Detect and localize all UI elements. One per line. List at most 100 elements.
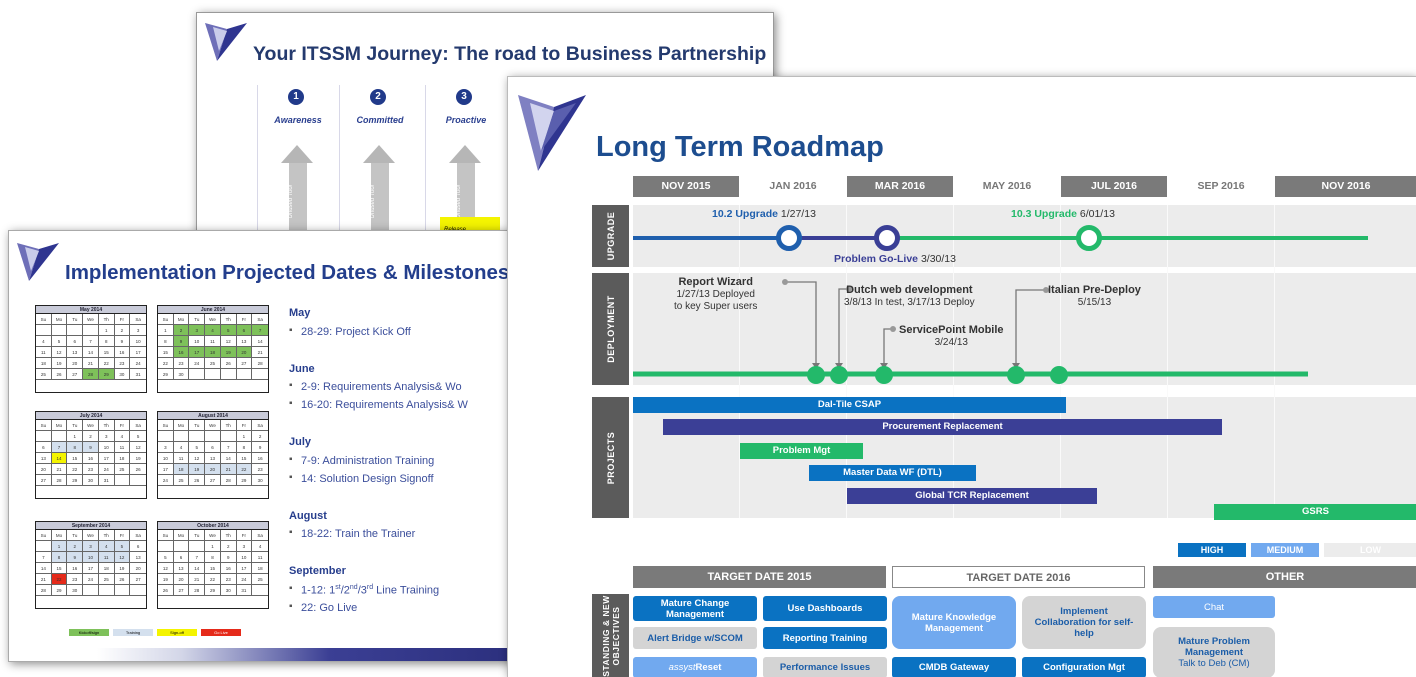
weekday-header: Fr (114, 314, 131, 325)
calendar-day: 20 (36, 464, 52, 475)
calendar-title: October 2014 (158, 522, 268, 530)
calendar-day: 27 (67, 369, 84, 380)
calendar-day: 28 (220, 475, 237, 486)
calendar-day (51, 431, 68, 442)
calendar-day: 7 (83, 336, 99, 347)
deployment-dot (1007, 366, 1025, 384)
calendar-day: 18 (173, 464, 190, 475)
roadmap-title: Long Term Roadmap (596, 131, 884, 163)
priority-low: LOW (1324, 543, 1416, 557)
implementation-slide[interactable]: Implementation Projected Dates & Milesto… (8, 230, 518, 662)
milestone-item: 7-9: Administration Training (289, 454, 434, 467)
objective-implement-collaboration[interactable]: Implement Collaboration for self-help (1022, 596, 1146, 649)
milestone-item: 14: Solution Design Signoff (289, 472, 433, 485)
calendar-day: 20 (130, 563, 146, 574)
stage-label: Proactive (445, 115, 487, 125)
calendar-day (130, 475, 146, 486)
weekday-header: We (83, 420, 99, 431)
calendar-day: 13 (205, 453, 221, 464)
calendar-day: 14 (83, 347, 99, 358)
calendar-day (236, 369, 253, 380)
calendar-day: 22 (67, 464, 84, 475)
calendar-day: 19 (51, 358, 68, 369)
calendar-day: 13 (173, 563, 190, 574)
objective-alert-bridge[interactable]: Alert Bridge w/SCOM (633, 627, 757, 649)
objective-chat[interactable]: Chat (1153, 596, 1275, 618)
calendar-day: 16 (67, 563, 84, 574)
calendar-day: 19 (130, 453, 146, 464)
calendar-day: 10 (83, 552, 99, 563)
calendar-day: 1 (158, 325, 174, 336)
calendar-day: 3 (236, 541, 253, 552)
calendar-day: 19 (114, 563, 131, 574)
calendar-day: 23 (173, 358, 190, 369)
calendar-day: 12 (189, 453, 206, 464)
weekday-header: We (205, 530, 221, 541)
calendar-day: 11 (36, 347, 52, 358)
calendar-day: 7 (189, 552, 206, 563)
objective-use-dashboards[interactable]: Use Dashboards (763, 596, 887, 621)
calendar-day: 15 (98, 347, 115, 358)
weekday-header: Mo (51, 530, 68, 541)
weekday-header: Tu (67, 420, 84, 431)
calendar-day: 3 (189, 325, 206, 336)
calendar-day: 11 (98, 552, 115, 563)
calendar-day: 5 (220, 325, 237, 336)
calendar-day: 18 (36, 358, 52, 369)
calendar-day: 21 (252, 347, 268, 358)
calendar-day: 29 (67, 475, 84, 486)
stage-proactive: 3 Proactive Unused Tool (425, 85, 505, 236)
calendar-day: 12 (51, 347, 68, 358)
calendar-day: 9 (114, 336, 131, 347)
calendar-day: 20 (67, 358, 84, 369)
calendar-day: 10 (98, 442, 115, 453)
objective-mature-problem[interactable]: Mature Problem Management Talk to Deb (C… (1153, 627, 1275, 677)
objective-performance-issues[interactable]: Performance Issues (763, 657, 887, 677)
legend-signoff: Sign-off (157, 629, 197, 636)
stage-label: Committed (356, 115, 404, 125)
calendar-day: 6 (67, 336, 84, 347)
objective-mature-knowledge[interactable]: Mature Knowledge Management (892, 596, 1016, 649)
arrow-text: Unused Tool (456, 185, 462, 219)
calendar-day: 3 (98, 431, 115, 442)
calendar-day (36, 325, 52, 336)
stage-number: 3 (456, 89, 472, 105)
stage-label: Awareness (274, 115, 322, 125)
weekday-header: Su (36, 420, 52, 431)
calendar-day (158, 431, 174, 442)
objective-mature-change[interactable]: Mature Change Management (633, 596, 757, 621)
calendar-title: July 2014 (36, 412, 146, 420)
v-logo-icon (17, 243, 59, 281)
timeline-lines (633, 236, 1368, 377)
calendar-day: 9 (252, 442, 268, 453)
calendar-day: 31 (130, 369, 146, 380)
calendar-day: 18 (252, 563, 268, 574)
milestone-ring (1076, 225, 1102, 251)
calendar-day: 28 (189, 585, 206, 596)
calendar-day: 7 (51, 442, 68, 453)
timeline-header: MAY 2016 (954, 176, 1060, 197)
calendar-day: 31 (98, 475, 115, 486)
deployment-row (633, 273, 1416, 385)
objective-configuration-mgt[interactable]: Configuration Mgt (1022, 657, 1146, 677)
calendar-day: 2 (114, 325, 131, 336)
calendar-day: 6 (36, 442, 52, 453)
calendar-day: 8 (158, 336, 174, 347)
roadmap-slide[interactable]: Long Term Roadmap NOV 2015 JAN 2016 MAR … (507, 76, 1416, 677)
arrow-text: Unused Tool (288, 185, 294, 219)
calendar-day: 16 (173, 347, 190, 358)
calendar-day: 29 (205, 585, 221, 596)
weekday-header: Sa (130, 314, 146, 325)
objective-reporting-training[interactable]: Reporting Training (763, 627, 887, 649)
calendar-day: 20 (236, 347, 253, 358)
weekday-header: Sa (130, 530, 146, 541)
objective-cmdb-gateway[interactable]: CMDB Gateway (892, 657, 1016, 677)
weekday-header: Th (98, 314, 115, 325)
milestone-item: 28-29: Project Kick Off (289, 325, 411, 338)
arrow-text: Unused Tool (370, 185, 376, 219)
